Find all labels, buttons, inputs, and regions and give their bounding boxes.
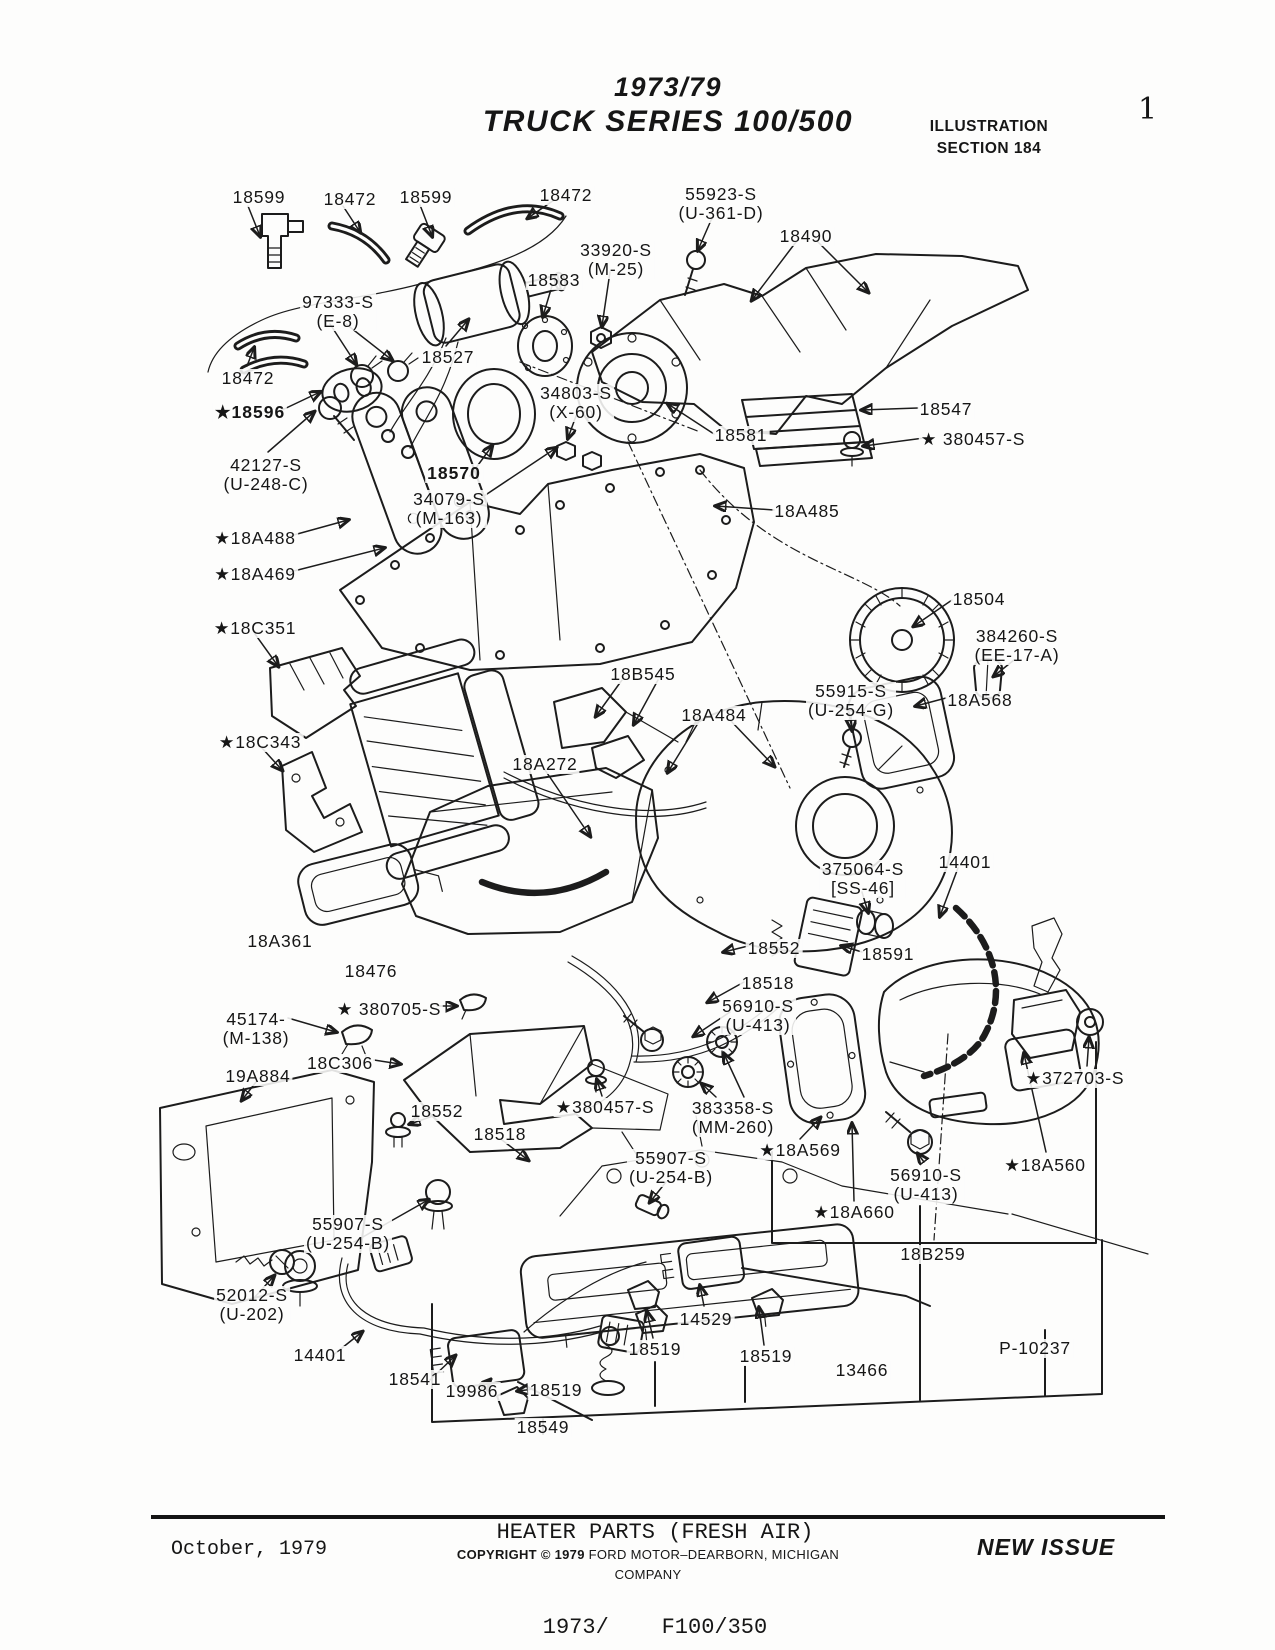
part-label: 18A361: [245, 931, 315, 951]
page-title: 1973/79 TRUCK SERIES 100/500: [483, 72, 853, 139]
part-label: 55907-S(U-254-B): [303, 1214, 393, 1253]
part-label: 34803-S(X-60): [538, 383, 614, 422]
part-label: 55923-S(U-361-D): [676, 184, 766, 223]
part-label: ★18C351: [211, 618, 299, 638]
part-label: 13466: [833, 1360, 891, 1380]
part-label: 18599: [397, 187, 455, 207]
part-label: 55915-S(U-254-G): [806, 681, 896, 720]
part-label: ★372703-S: [1023, 1068, 1127, 1088]
part-label: 56910-S(U-413): [888, 1165, 964, 1204]
part-label: 18547: [917, 399, 975, 419]
part-label: 383358-S(MM-260): [689, 1098, 777, 1137]
part-label: ★ 380457-S: [918, 429, 1028, 449]
part-label: 18472: [219, 368, 277, 388]
page-title-line2: TRUCK SERIES 100/500: [482, 105, 854, 138]
part-label: 45174-(M-138): [220, 1009, 292, 1048]
part-label: ★18A469: [212, 564, 298, 584]
footer-copyright-company: COMPANY: [614, 1567, 682, 1583]
part-label: 19986: [443, 1381, 501, 1401]
section-heading: ILLUSTRATION SECTION 184: [930, 116, 1049, 159]
part-label: 18A568: [945, 690, 1015, 710]
footer-copyright-rest: FORD MOTOR–DEARBORN, MICHIGAN: [584, 1547, 840, 1562]
part-label: 18541: [386, 1369, 444, 1389]
part-label: 375064-S[SS-46]: [819, 859, 907, 898]
part-label: 14401: [936, 852, 994, 872]
part-label: 18476: [342, 961, 400, 981]
footer-date: October, 1979: [171, 1538, 328, 1561]
part-label: 384260-S(EE-17-A): [972, 626, 1062, 665]
part-label: 18B545: [608, 664, 678, 684]
part-label: 33920-S(M-25): [578, 240, 654, 279]
footer-rule: [151, 1515, 1165, 1519]
page-title-line1: 1973/79: [613, 72, 723, 102]
part-label: 34079-S(M-163): [411, 489, 487, 528]
part-label: 14529: [677, 1309, 735, 1329]
part-label: 14401: [291, 1345, 349, 1365]
part-label: 18518: [471, 1124, 529, 1144]
part-label: 18A272: [510, 754, 580, 774]
footer-copyright: COPYRIGHT © 1979 FORD MOTOR–DEARBORN, MI…: [457, 1545, 839, 1585]
part-label: ★18A488: [212, 528, 298, 548]
part-label: 18583: [525, 270, 583, 290]
part-label: 18581: [712, 425, 770, 445]
part-label: 56910-S(U-413): [720, 996, 796, 1035]
figure-caption-line1: HEATER PARTS (FRESH AIR): [496, 1519, 814, 1545]
part-label: 18519: [527, 1380, 585, 1400]
part-label: P-10237: [997, 1338, 1073, 1358]
part-label: 19A884: [223, 1066, 293, 1086]
page-number: 1: [1138, 92, 1158, 127]
part-label: 18B259: [898, 1244, 968, 1264]
part-label: 18519: [737, 1346, 795, 1366]
part-label: 18472: [537, 185, 595, 205]
footer-new-issue: NEW ISSUE: [977, 1534, 1116, 1560]
part-label: ★18A560: [1002, 1155, 1088, 1175]
part-label: 18527: [419, 347, 477, 367]
heater-housing-lower: [401, 687, 707, 935]
section-heading-line1: ILLUSTRATION: [929, 118, 1049, 135]
part-label: ★18A569: [757, 1140, 843, 1160]
footer-copyright-bold: COPYRIGHT © 1979: [456, 1547, 585, 1562]
part-label: 55907-S(U-254-B): [626, 1148, 716, 1187]
part-label: ★18A660: [811, 1202, 897, 1222]
part-label: 97333-S(E-8): [300, 292, 376, 331]
part-label: 18A485: [772, 501, 842, 521]
part-label: 18518: [739, 973, 797, 993]
part-label: 18552: [408, 1101, 466, 1121]
mounting-panel: [339, 386, 901, 789]
part-label: 18519: [626, 1339, 684, 1359]
part-label: ★18C343: [216, 732, 304, 752]
part-label: 18591: [859, 944, 917, 964]
part-label: 18599: [230, 187, 288, 207]
figure-caption: HEATER PARTS (FRESH AIR) 1973/ F100/350: [497, 1453, 814, 1650]
part-label: 52012-S(U-202): [214, 1285, 290, 1324]
part-label: ★ 380705-S: [334, 999, 444, 1019]
part-label: ★18596: [212, 402, 288, 422]
part-label: ★380457-S: [553, 1097, 657, 1117]
section-heading-line2: SECTION 184: [936, 139, 1042, 157]
part-label: 18A484: [679, 705, 749, 725]
heater-core: [269, 638, 540, 926]
figure-caption-line2: 1973/ F100/350: [542, 1615, 768, 1641]
part-label: 18504: [950, 589, 1008, 609]
part-label: 18549: [514, 1417, 572, 1437]
resistor-assembly: [567, 896, 1063, 1111]
part-label: 18552: [745, 938, 803, 958]
part-label: 42127-S(U-248-C): [221, 455, 311, 494]
motor-cover-assembly: [585, 958, 1104, 1244]
part-label: 18490: [777, 226, 835, 246]
part-label: 18472: [321, 189, 379, 209]
part-label: 18570: [425, 463, 483, 483]
part-label: 18C306: [304, 1053, 376, 1073]
